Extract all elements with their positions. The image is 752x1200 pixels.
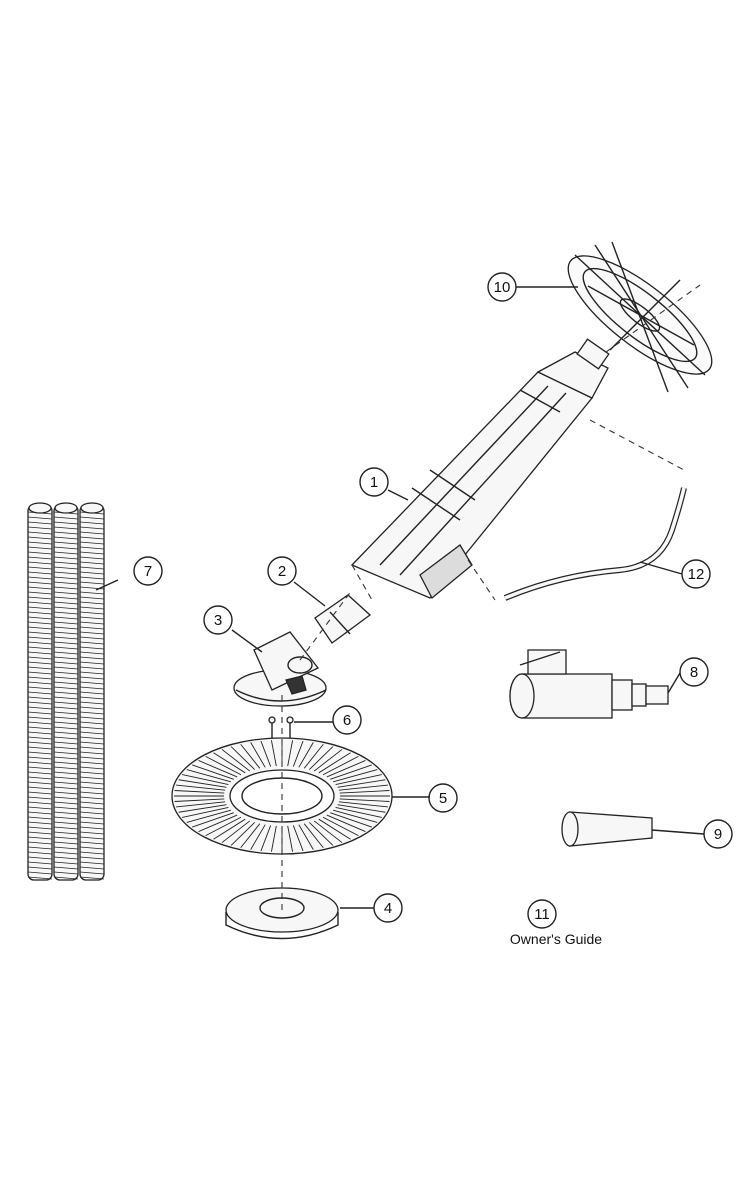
owners-guide-caption: Owner's Guide [509, 931, 603, 947]
hose-adapter-drawing [509, 649, 669, 719]
callout-part-4: 4 [373, 893, 403, 923]
callout-number-7: 7 [144, 563, 152, 580]
callout-number-11: 11 [534, 906, 550, 923]
callout-part-1: 1 [359, 467, 389, 497]
main-body-drawing [350, 338, 610, 600]
callout-number-2: 2 [278, 563, 286, 580]
callout-part-3: 3 [203, 605, 233, 635]
callout-number-12: 12 [688, 566, 705, 583]
callout-number-5: 5 [439, 790, 447, 807]
assembly-guide-lines [281, 284, 701, 910]
swivel-foot-drawing [233, 631, 327, 707]
callout-number-8: 8 [690, 664, 698, 681]
cone-fitting-drawing [561, 811, 653, 847]
callout-number-3: 3 [214, 612, 222, 629]
callout-number-9: 9 [714, 826, 722, 843]
callout-number-6: 6 [343, 712, 351, 729]
callout-part-6: 6 [332, 705, 362, 735]
callout-part-9: 9 [703, 819, 733, 849]
callout-number-1: 1 [370, 474, 378, 491]
cord-drawing [503, 487, 687, 601]
callout-part-8: 8 [679, 657, 709, 687]
leader-lines [95, 286, 705, 909]
screws-drawing [268, 716, 294, 740]
callout-part-7: 7 [133, 556, 163, 586]
deflector-wheel-drawing [567, 241, 713, 393]
callout-part-5: 5 [428, 783, 458, 813]
callout-number-4: 4 [384, 900, 392, 917]
hose-sections-drawing [27, 502, 105, 881]
callout-number-10: 10 [494, 279, 511, 296]
callout-part-11: 11 [527, 899, 557, 929]
callout-part-10: 10 [487, 272, 517, 302]
callout-part-12: 12 [681, 559, 711, 589]
callout-part-2: 2 [267, 556, 297, 586]
